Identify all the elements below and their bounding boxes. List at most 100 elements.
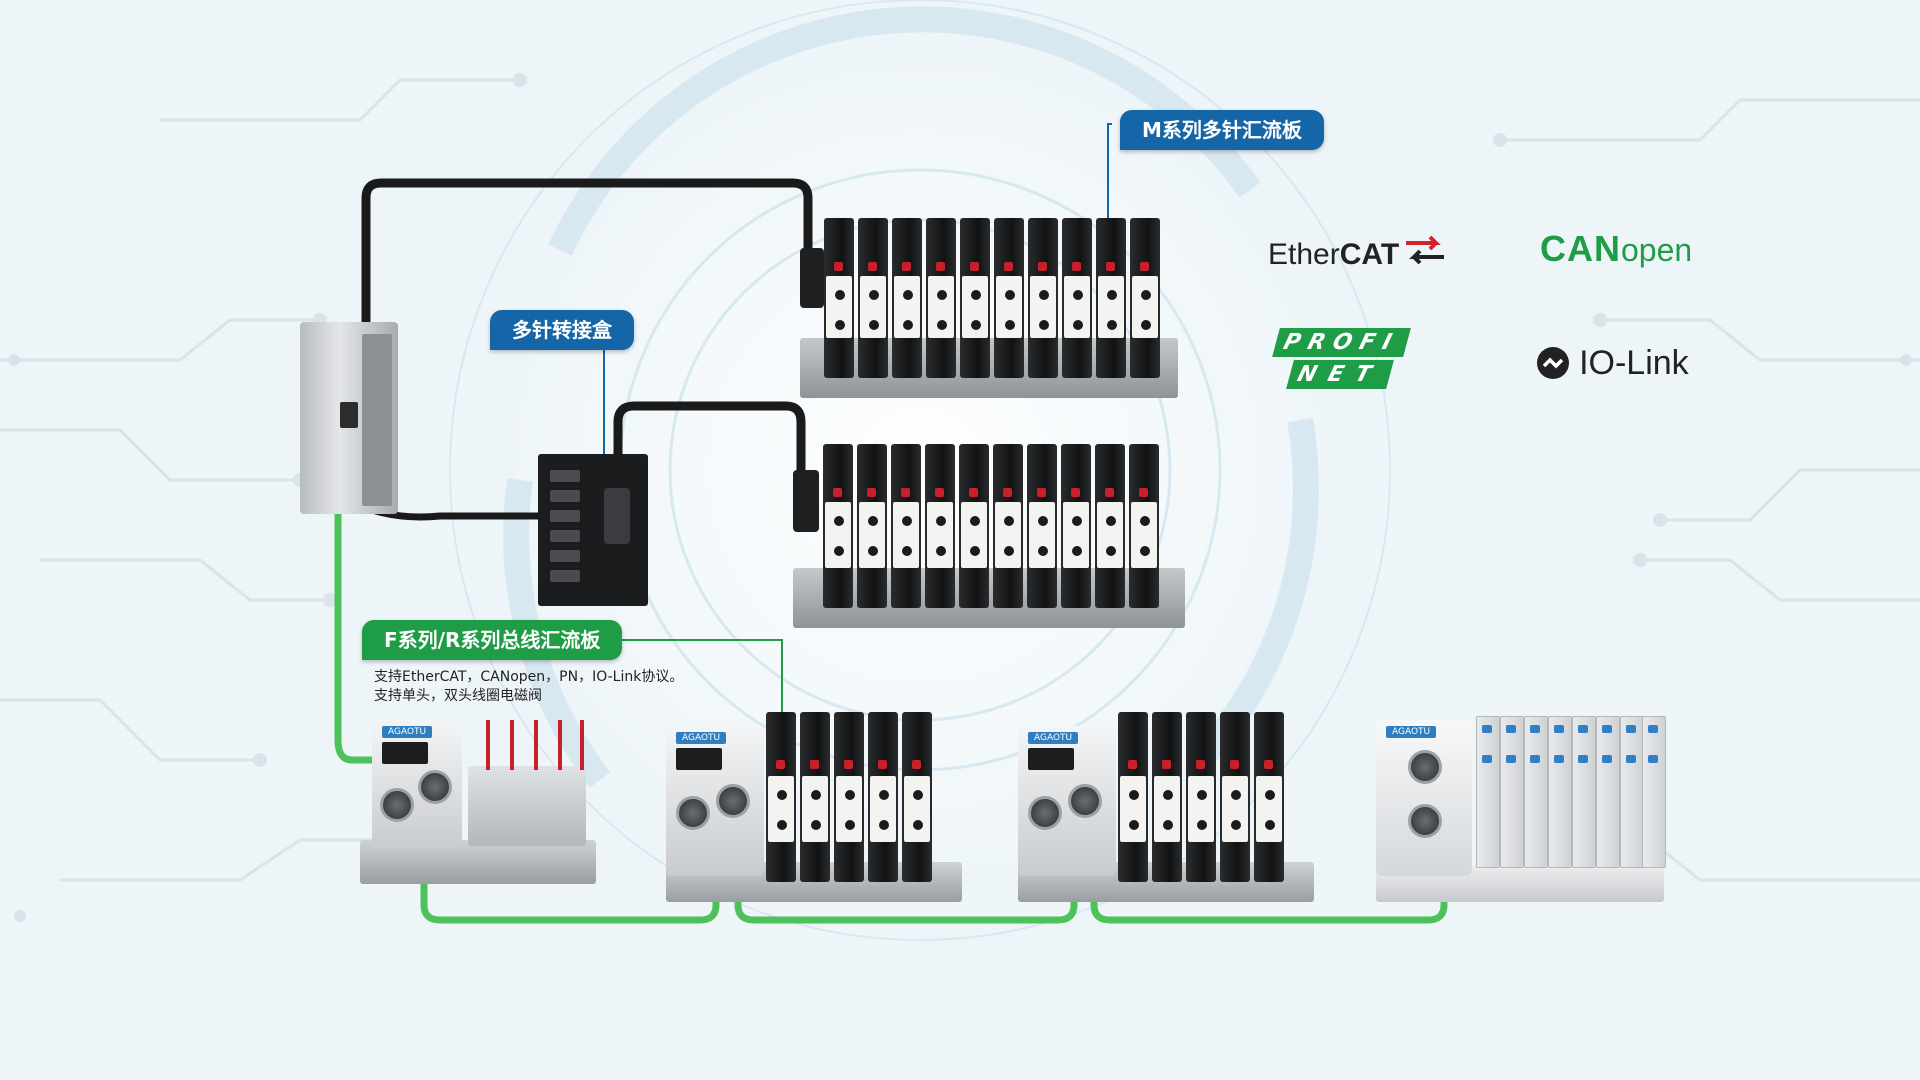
bus-node: AGAOTU: [1018, 726, 1116, 876]
ethercat-text-ether: Ether: [1268, 238, 1340, 271]
bus-node: AGAOTU: [372, 720, 462, 850]
tube: [510, 720, 514, 770]
status-panel: [1028, 748, 1074, 770]
slim-valve: [1548, 716, 1572, 868]
solenoid-valve: [858, 218, 888, 378]
profinet-logo: PROFI NET: [1272, 328, 1411, 389]
solenoid-valve: [800, 712, 830, 882]
status-panel: [676, 748, 722, 770]
f-series-description-line2: 支持单头，双头线圈电磁阀: [374, 688, 542, 704]
f-series-module-3: AGAOTU: [1018, 712, 1314, 902]
solenoid-valve: [857, 444, 887, 608]
plc-port: [340, 402, 358, 428]
solenoid-valve: [766, 712, 796, 882]
solenoid-valve: [824, 218, 854, 378]
brand-tag: AGAOTU: [1386, 726, 1437, 738]
tube: [534, 720, 538, 770]
io-link-logo: IO-Link: [1536, 344, 1689, 383]
status-panel: [382, 742, 428, 764]
tube: [486, 720, 490, 770]
brand-tag: AGAOTU: [1028, 732, 1079, 744]
solenoid-valve: [926, 218, 956, 378]
m12-connector: [1408, 750, 1442, 784]
terminal: [550, 470, 580, 482]
solenoid-valve: [960, 218, 990, 378]
solenoid-valve: [1118, 712, 1148, 882]
slim-valve: [1642, 716, 1666, 868]
m12-connector: [1408, 804, 1442, 838]
solenoid-valve: [1152, 712, 1182, 882]
slim-valve: [1620, 716, 1644, 868]
m12-connector: [380, 788, 414, 822]
tube: [558, 720, 562, 770]
io-link-module: AGAOTU: [1376, 716, 1666, 902]
profinet-text-net: NET: [1286, 360, 1395, 389]
solenoid-valve: [1129, 444, 1159, 608]
fittings-bank: [468, 766, 586, 846]
valve-row: [1118, 712, 1284, 882]
m-series-manifold-middle: [793, 444, 1185, 628]
brand-tag: AGAOTU: [676, 732, 727, 744]
solenoid-valve: [1062, 218, 1092, 378]
solenoid-valve: [868, 712, 898, 882]
solenoid-valve: [1061, 444, 1091, 608]
m12-connector: [676, 796, 710, 830]
canopen-logo: CANopen: [1540, 228, 1692, 270]
plc-controller: [300, 322, 398, 514]
solenoid-valve: [1130, 218, 1160, 378]
terminal: [550, 490, 580, 502]
plc-side-panel: [362, 334, 392, 506]
solenoid-valve: [1028, 218, 1058, 378]
ethercat-logo: EtherCAT: [1268, 234, 1446, 272]
solenoid-valve: [1186, 712, 1216, 882]
bus-node: AGAOTU: [1376, 720, 1472, 876]
terminal: [550, 530, 580, 542]
valve-row: [824, 218, 1160, 378]
solenoid-valve: [834, 712, 864, 882]
solenoid-valve: [823, 444, 853, 608]
solenoid-valve: [959, 444, 989, 608]
solenoid-valve: [1096, 218, 1126, 378]
ethercat-arrows-icon: [1406, 235, 1445, 265]
terminal: [550, 510, 580, 522]
adapter-connector: [604, 488, 630, 544]
brand-tag: AGAOTU: [382, 726, 433, 738]
ethercat-text-cat: CAT: [1339, 238, 1400, 271]
f-series-callout: F系列/R系列总线汇流板: [362, 620, 623, 660]
solenoid-valve: [1220, 712, 1250, 882]
solenoid-valve: [925, 444, 955, 608]
m12-connector: [1028, 796, 1062, 830]
valve-row: [823, 444, 1159, 608]
terminal: [550, 550, 580, 562]
f-series-description-line1: 支持EtherCAT，CANopen，PN，IO-Link协议。: [374, 669, 684, 685]
manifold-connector: [800, 248, 824, 308]
f-series-module-2: AGAOTU: [666, 712, 962, 902]
slim-valve: [1476, 716, 1500, 868]
m12-connector: [716, 784, 750, 818]
solenoid-valve: [994, 218, 1024, 378]
slim-valve: [1596, 716, 1620, 868]
adapter-box-callout: 多针转接盒: [490, 310, 634, 350]
solenoid-valve: [902, 712, 932, 882]
terminal: [550, 570, 580, 582]
manifold-connector: [793, 470, 819, 532]
profinet-text-profi: PROFI: [1272, 328, 1411, 357]
multi-pin-adapter-box: [538, 454, 648, 606]
canopen-text-open: open: [1621, 232, 1693, 268]
tube: [580, 720, 584, 770]
m-series-manifold-top: [800, 218, 1178, 398]
slim-valve: [1572, 716, 1596, 868]
solenoid-valve: [891, 444, 921, 608]
canopen-text-can: CAN: [1540, 228, 1621, 269]
valve-row: [766, 712, 932, 882]
solenoid-valve: [1095, 444, 1125, 608]
m12-connector: [418, 770, 452, 804]
io-link-text: IO-Link: [1579, 344, 1689, 382]
io-link-symbol-icon: [1537, 347, 1569, 379]
bus-node: AGAOTU: [666, 726, 764, 876]
m-series-callout: M系列多针汇流板: [1120, 110, 1324, 150]
solenoid-valve: [1254, 712, 1284, 882]
m12-connector: [1068, 784, 1102, 818]
solenoid-valve: [892, 218, 922, 378]
solenoid-valve: [993, 444, 1023, 608]
